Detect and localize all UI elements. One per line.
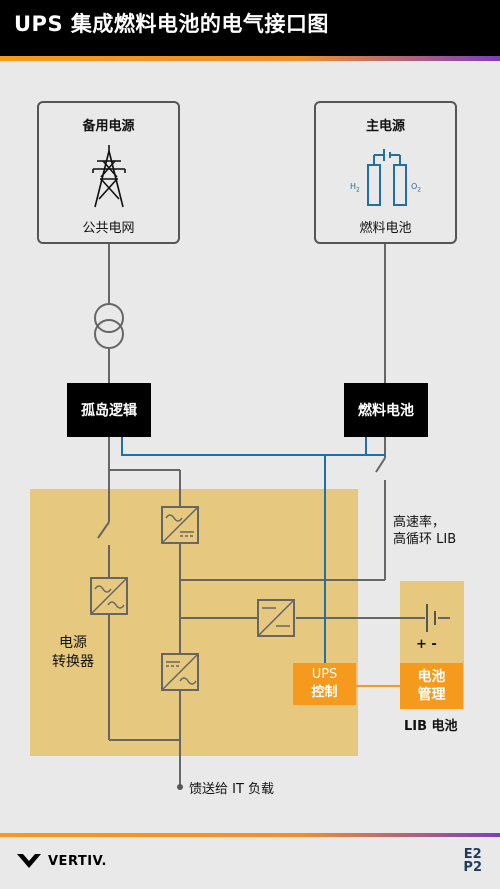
h2-symbol: H: [350, 182, 357, 191]
o2-subscript: 2: [417, 186, 422, 194]
feed-output-dot: [177, 784, 183, 790]
power-converter-line1: 电源: [59, 635, 87, 651]
power-tower-icon: [92, 145, 126, 208]
ups-control-box: UPS 控制: [293, 663, 356, 705]
e2p2-code-bottom: P2: [463, 860, 482, 875]
o2-label: O2: [411, 178, 421, 199]
battery-management-box: 电池 管理: [400, 663, 463, 709]
fuel-cell-switch: [375, 457, 386, 473]
power-converter-label: 电源 转换器: [52, 634, 94, 672]
accent-gradient-bar: [0, 56, 500, 61]
fuel-cell-label: 燃料电池: [344, 383, 428, 437]
header-bar: UPS 集成燃料电池的电气接口图: [0, 0, 500, 56]
islanding-logic-label: 孤岛逻辑: [67, 383, 151, 437]
battery-management-line1: 电池: [417, 669, 446, 685]
control-line-blue: [121, 437, 385, 456]
ups-control-line1: UPS: [311, 667, 338, 682]
page-title: UPS 集成燃料电池的电气接口图: [14, 12, 329, 36]
ups-control-line2: 控制: [311, 685, 338, 700]
backup-source-box: 备用电源 公共电网: [37, 101, 180, 244]
converter-icon-bottom: [161, 653, 199, 691]
e2p2-code: E2 P2: [463, 848, 482, 874]
fuel-cell-icon: [367, 149, 407, 206]
backup-source-title: 备用电源: [82, 119, 135, 134]
vertiv-chevron-icon: [17, 854, 41, 868]
footer-accent-bar: [0, 833, 500, 837]
battery-symbol-icon: [426, 604, 436, 632]
h2-subscript: 2: [356, 186, 360, 194]
converter-icon-top: [161, 506, 199, 544]
power-converter-line2: 转换器: [52, 654, 94, 670]
main-source-subtitle: 燃料电池: [359, 221, 412, 236]
h2-label: H2: [350, 178, 360, 199]
battery-management-line2: 管理: [417, 687, 446, 703]
e2p2-code-top: E2: [463, 847, 482, 862]
o2-symbol: O: [411, 182, 418, 191]
lib-battery-label: LIB 电池: [404, 719, 458, 734]
main-source-title: 主电源: [365, 119, 405, 134]
grid-switch: [97, 521, 110, 539]
high-rate-line2: 高循环 LIB: [393, 532, 457, 547]
vertiv-brand-text: VERTIV.: [48, 853, 107, 869]
transformer-icon: [94, 303, 124, 349]
converter-icon-battery: [257, 599, 295, 637]
feed-it-load-label: 馈送给 IT 负载: [189, 782, 275, 797]
high-rate-lib-label: 高速率， 高循环 LIB: [393, 514, 456, 548]
high-rate-line1: 高速率，: [393, 515, 446, 530]
vertiv-logo: VERTIV.: [16, 852, 107, 870]
backup-source-subtitle: 公共电网: [82, 221, 135, 236]
converter-icon-left: [90, 577, 128, 615]
battery-polarity-label: + -: [416, 637, 437, 652]
main-source-box: 主电源 H2 O2 燃料电池: [314, 101, 457, 244]
